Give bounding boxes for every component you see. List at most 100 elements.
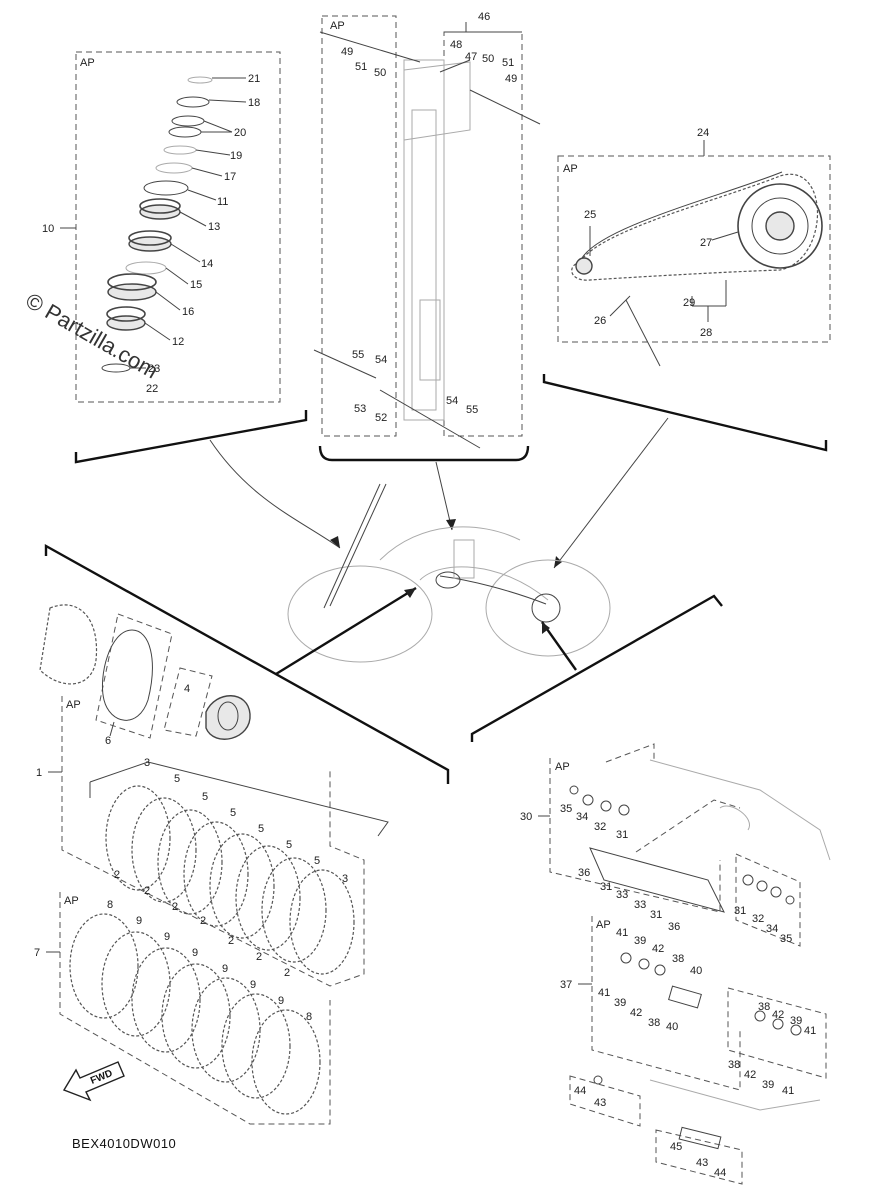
part-label: 26 <box>594 315 606 327</box>
part-label: 40 <box>666 1021 678 1033</box>
part-label: 19 <box>230 150 242 162</box>
part-label: 39 <box>762 1079 774 1091</box>
part-label: 25 <box>584 209 596 221</box>
part-label: 42 <box>744 1069 756 1081</box>
ap-label: AP <box>80 57 95 69</box>
callout-brackets-bottom <box>44 543 723 784</box>
ap-label: AP <box>330 20 345 32</box>
part-label: 5 <box>230 807 236 819</box>
part-label: 41 <box>782 1085 794 1097</box>
diagram-code: BEX4010DW010 <box>72 1136 176 1151</box>
part-label: 37 <box>560 979 572 991</box>
part-label: 31 <box>600 881 612 893</box>
part-label: 35 <box>560 803 572 815</box>
part-label: 16 <box>182 306 194 318</box>
rear-shock-box-right <box>443 31 523 437</box>
part-label: 23 <box>148 363 160 375</box>
part-label: 5 <box>174 773 180 785</box>
part-label: 24 <box>697 127 709 139</box>
part-label: 45 <box>670 1141 682 1153</box>
part-label: 39 <box>614 997 626 1009</box>
part-label: 33 <box>616 889 628 901</box>
part-label: 9 <box>250 979 256 991</box>
part-label: 5 <box>314 855 320 867</box>
part-label: 34 <box>766 923 778 935</box>
part-label: 4 <box>184 683 190 695</box>
part-label: 2 <box>256 951 262 963</box>
part-label: 22 <box>146 383 158 395</box>
part-label: 33 <box>634 899 646 911</box>
part-label: 32 <box>594 821 606 833</box>
part-label: 2 <box>114 869 120 881</box>
part-label: 44 <box>574 1085 586 1097</box>
part-label: 49 <box>341 46 353 58</box>
drive-chain-group: 24 AP 25 27 26 29 28 <box>557 127 831 367</box>
part-label: 5 <box>258 823 264 835</box>
fork-seal-box <box>75 51 281 403</box>
part-label: 32 <box>752 913 764 925</box>
part-label: 53 <box>354 403 366 415</box>
part-label: 54 <box>446 395 458 407</box>
part-label: 55 <box>352 349 364 361</box>
part-label: 38 <box>728 1059 740 1071</box>
part-label: 3 <box>342 873 348 885</box>
part-label: 29 <box>683 297 695 309</box>
part-label: 38 <box>648 1017 660 1029</box>
callout-brackets-top <box>74 374 828 569</box>
part-label: 30 <box>520 811 532 823</box>
part-label: 5 <box>202 791 208 803</box>
part-label: 46 <box>478 11 490 23</box>
part-label: 35 <box>780 933 792 945</box>
part-label: 3 <box>144 757 150 769</box>
part-label: 55 <box>466 404 478 416</box>
part-label: 17 <box>224 171 236 183</box>
part-label: 49 <box>505 73 517 85</box>
part-label: 21 <box>248 73 260 85</box>
ap-label: AP <box>563 163 578 175</box>
part-label: 2 <box>200 915 206 927</box>
part-label: 9 <box>164 931 170 943</box>
part-label: 11 <box>217 196 228 208</box>
part-label: 2 <box>284 967 290 979</box>
part-label: 9 <box>136 915 142 927</box>
part-label: 7 <box>34 947 40 959</box>
part-label: 10 <box>42 223 54 235</box>
drive-chain-box <box>557 155 831 343</box>
part-label: 31 <box>616 829 628 841</box>
part-label: 43 <box>696 1157 708 1169</box>
part-label: 43 <box>594 1097 606 1109</box>
part-label: 40 <box>690 965 702 977</box>
part-label: 31 <box>650 909 662 921</box>
part-label: 44 <box>714 1167 726 1179</box>
part-label: 50 <box>374 67 386 79</box>
watermark-text: © Partzilla.com <box>22 288 163 384</box>
part-label: 54 <box>375 354 387 366</box>
part-label: 15 <box>190 279 202 291</box>
part-label: 9 <box>222 963 228 975</box>
part-label: 51 <box>355 61 367 73</box>
part-label: 5 <box>286 839 292 851</box>
fork-seal-group: AP 10 21 18 20 <box>42 51 281 403</box>
ap-label: AP <box>555 761 570 773</box>
part-label: 39 <box>790 1015 802 1027</box>
part-label: 13 <box>208 221 220 233</box>
clutch-plates-group: 6 4 AP 1 3 5 5 5 5 5 5 3 2 2 2 2 2 2 2 <box>34 604 389 1151</box>
part-label: 1 <box>36 767 42 779</box>
part-label: 38 <box>672 953 684 965</box>
part-label: 42 <box>652 943 664 955</box>
part-label: 2 <box>228 935 234 947</box>
part-label: 8 <box>107 899 113 911</box>
part-label: 41 <box>598 987 610 999</box>
part-label: 8 <box>306 1011 312 1023</box>
ap-label: AP <box>596 919 611 931</box>
part-label: 34 <box>576 811 588 823</box>
rear-shock-box-left <box>321 15 397 437</box>
fwd-arrow-icon: FWD <box>62 1061 125 1102</box>
part-label: 41 <box>804 1025 816 1037</box>
part-label: 2 <box>144 885 150 897</box>
part-label: 42 <box>772 1009 784 1021</box>
part-label: 39 <box>634 935 646 947</box>
part-label: 41 <box>616 927 628 939</box>
part-label: 47 <box>465 51 477 63</box>
